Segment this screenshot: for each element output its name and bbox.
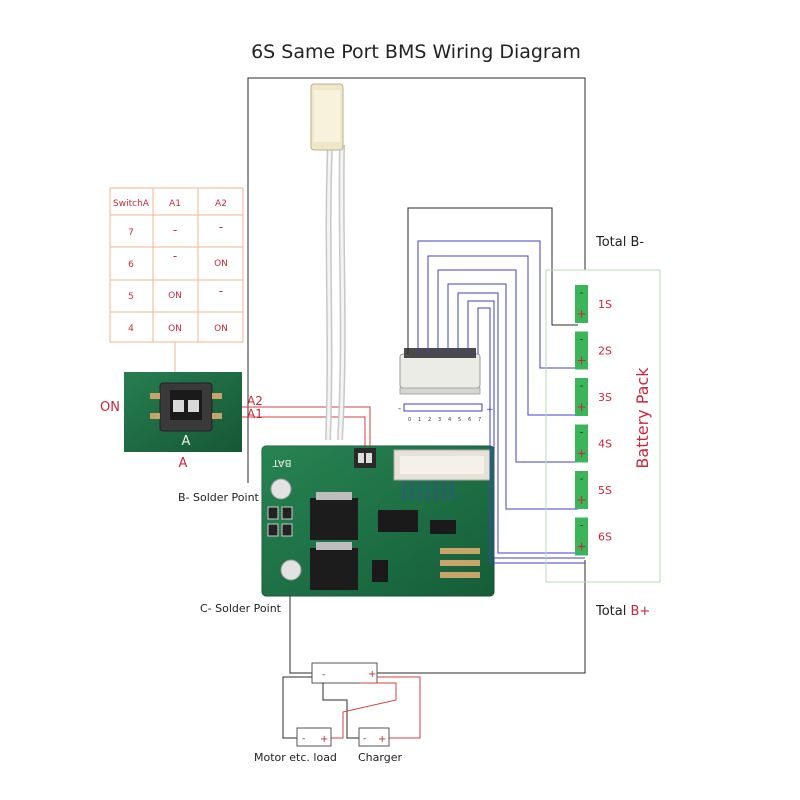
cell-label: 4S: [598, 438, 612, 451]
cell-body: [575, 424, 588, 463]
switch-a-label: A: [179, 456, 188, 471]
a2-label: A2: [247, 394, 263, 408]
total-b-plus-label: Total B+: [595, 604, 650, 619]
pin-number: 7: [478, 417, 481, 423]
cell-minus: -: [580, 286, 584, 299]
cell-minus: -: [580, 379, 584, 392]
switch-on-label: ON: [100, 400, 120, 415]
load-wires: [282, 676, 421, 739]
pin-number: 3: [438, 417, 441, 423]
cell-minus: -: [580, 519, 584, 532]
cell-plus: +: [576, 400, 586, 414]
load-box: - +: [311, 662, 378, 684]
pin-number: 4: [448, 417, 451, 423]
table-cell: 7: [128, 228, 134, 238]
c-solder-point-label: C- Solder Point: [200, 602, 282, 615]
motor-load-label: Motor etc. load: [254, 751, 337, 764]
total-b-minus-label: Total B-: [595, 235, 644, 250]
cell-plus: +: [576, 307, 586, 321]
cell-minus: -: [580, 333, 584, 346]
cell-label: 6S: [598, 531, 612, 544]
charger-plus: +: [378, 734, 386, 745]
cell-minus: -: [580, 426, 584, 439]
cell-label: 1S: [598, 298, 612, 311]
table-cell: ON: [214, 259, 228, 269]
connector-pinout: - + 0 1 2 3 4 5 6 7: [398, 403, 494, 423]
table-cell: -: [173, 223, 177, 237]
battery-cell-3s: - +3S: [575, 378, 612, 416]
battery-cell-2s: - +2S: [575, 331, 612, 370]
cell-plus: +: [576, 493, 586, 507]
load-box-plus: +: [368, 669, 376, 680]
charger-minus: -: [363, 734, 366, 744]
cell-body: [575, 471, 588, 509]
ntc-thermistor: [310, 83, 346, 441]
switch-config-table: SwitchA A1 A2 7 - - 6 - ON 5 ON - 4 ON O…: [109, 187, 244, 343]
balance-plug: [399, 348, 481, 395]
photo-board-label: A: [182, 434, 191, 449]
table-header-a2: A2: [215, 199, 227, 209]
cell-body: [575, 517, 588, 556]
black-wires: [247, 77, 586, 674]
charger-label: Charger: [358, 751, 402, 764]
charger-box: - +: [358, 727, 390, 747]
board-connector-wires: [403, 482, 453, 500]
table-cell: 6: [128, 260, 134, 270]
pin-number: 5: [458, 417, 461, 423]
dip-switch-photo: A: [124, 372, 242, 452]
pin-number: 0: [408, 417, 411, 423]
cell-label: 3S: [598, 391, 612, 404]
cell-label: 2S: [598, 345, 612, 358]
cell-plus: +: [576, 354, 586, 368]
cell-body: [575, 378, 588, 416]
cell-body: [575, 285, 588, 323]
switch-select-lines: [242, 406, 371, 446]
table-cell: ON: [214, 324, 228, 334]
battery-cell-6s: - +6S: [575, 517, 612, 556]
table-cell: ON: [168, 291, 182, 301]
load-box-minus: -: [322, 670, 325, 680]
motor-load-box: - +: [296, 727, 332, 747]
diagram-title: 6S Same Port BMS Wiring Diagram: [251, 41, 581, 63]
battery-cells: - +1S - +2S - +3S - +4S - +5S - +6S: [575, 285, 612, 556]
pin-number: 6: [468, 417, 471, 423]
motor-plus: +: [320, 734, 328, 745]
table-cell: -: [219, 220, 223, 234]
table-cell: ON: [168, 324, 182, 334]
battery-cell-4s: - +4S: [575, 424, 612, 463]
balance-wire-b-minus: [407, 207, 578, 354]
cell-label: 5S: [598, 484, 612, 497]
table-header-a1: A1: [169, 199, 181, 209]
pcb-bat-label: BAT: [272, 457, 292, 468]
a1-label: A1: [247, 407, 263, 421]
pinout-minus: -: [398, 404, 401, 414]
pin-number: 1: [418, 417, 421, 423]
table-cell: -: [173, 249, 177, 263]
table-cell: 5: [128, 292, 134, 302]
cell-plus: +: [576, 540, 586, 554]
cell-plus: +: [576, 447, 586, 461]
battery-pack-outline: [545, 269, 661, 583]
table-cell: 4: [128, 324, 134, 334]
pin-number: 2: [428, 417, 431, 423]
table-header-switch: SwitchA: [113, 199, 150, 209]
battery-pack-label: Battery Pack: [633, 367, 652, 469]
battery-cell-5s: - +5S: [575, 471, 612, 509]
table-cell: -: [219, 284, 223, 298]
b-solder-point-label: B- Solder Point: [178, 491, 260, 504]
balance-wires: [417, 240, 585, 564]
bms-pcb: BAT: [261, 445, 495, 597]
cell-body: [575, 331, 588, 370]
battery-cell-1s: - +1S: [575, 285, 612, 323]
motor-minus: -: [302, 734, 305, 744]
cell-minus: -: [580, 472, 584, 485]
